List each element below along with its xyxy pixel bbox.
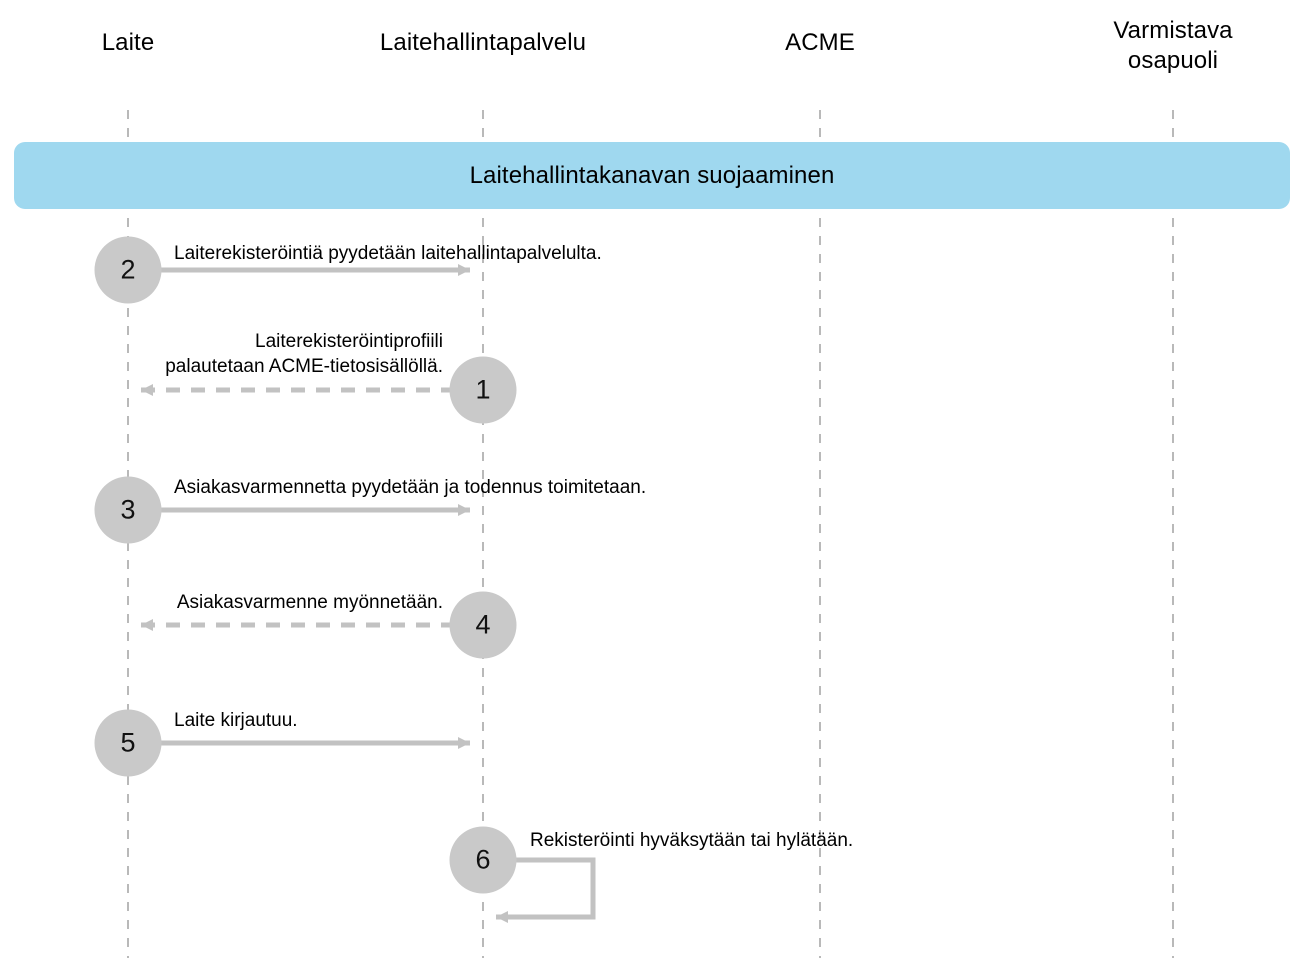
step-bubble-3: 3 bbox=[94, 476, 162, 544]
fragment-banner: Laitehallintakanavan suojaaminen bbox=[14, 142, 1290, 209]
message-label-3: Asiakasvarmennetta pyydetään ja todennus… bbox=[174, 477, 647, 498]
message-label-4: Asiakasvarmenne myönnetään. bbox=[176, 592, 443, 613]
participant-header-laitehallintapalvelu: Laitehallintapalvelu bbox=[379, 29, 587, 56]
step-bubble-4: 4 bbox=[449, 591, 517, 659]
step-bubble-6: 6 bbox=[449, 826, 517, 894]
step-bubble-2: 2 bbox=[94, 236, 162, 304]
message-label-5: Laite kirjautuu. bbox=[174, 710, 298, 731]
message-arrow-6-self-loop bbox=[496, 857, 596, 923]
fragment-banner-label: Laitehallintakanavan suojaaminen bbox=[469, 161, 835, 189]
message-label-2: Laiterekisteröintiä pyydetään laitehalli… bbox=[174, 243, 602, 264]
step-bubble-5: 5 bbox=[94, 709, 162, 777]
step-bubble-1: 1 bbox=[449, 356, 517, 424]
participant-header-acme: ACME bbox=[785, 29, 855, 56]
lifelines bbox=[127, 110, 1174, 958]
message-label-1: Laiterekisteröintiprofiili palautetaan A… bbox=[165, 331, 443, 377]
message-label-6: Rekisteröinti hyväksytään tai hylätään. bbox=[530, 830, 854, 851]
participant-header-varmistava-osapuoli: Varmistava osapuoli bbox=[1113, 17, 1233, 74]
participant-header-laite: Laite bbox=[101, 29, 155, 56]
